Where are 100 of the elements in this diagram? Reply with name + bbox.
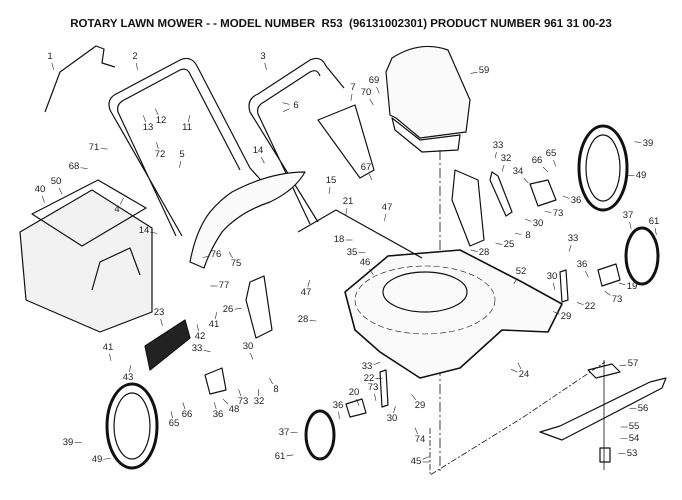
callout-number: 30 bbox=[384, 413, 400, 425]
callout-number: 72 bbox=[152, 149, 168, 161]
callout-number: 47 bbox=[298, 287, 314, 299]
callout-number: 61 bbox=[646, 216, 662, 228]
leader-line bbox=[136, 62, 138, 70]
callout-number: 56 bbox=[635, 403, 651, 415]
leader-line bbox=[495, 243, 503, 245]
callout-number: 33 bbox=[490, 140, 506, 152]
leader-line bbox=[411, 394, 416, 400]
callout-number: 25 bbox=[501, 239, 517, 251]
callout-number: 30 bbox=[240, 341, 256, 353]
leader-line bbox=[514, 232, 522, 235]
callout-number: 52 bbox=[513, 266, 529, 278]
leader-line bbox=[544, 210, 552, 213]
leader-line bbox=[513, 278, 518, 284]
leader-line bbox=[542, 166, 548, 172]
callout-number: 73 bbox=[550, 208, 566, 220]
leader-line bbox=[470, 250, 478, 252]
leader-line bbox=[260, 156, 265, 164]
leader-line bbox=[258, 388, 260, 396]
leader-line bbox=[584, 270, 589, 278]
callout-number: 14 bbox=[136, 225, 152, 237]
leader-line bbox=[103, 458, 111, 460]
leader-line bbox=[150, 232, 158, 234]
callout-number: 19 bbox=[624, 281, 640, 293]
leader-line bbox=[109, 354, 112, 362]
callout-number: 4 bbox=[109, 204, 125, 216]
leader-line bbox=[269, 378, 273, 384]
leader-line bbox=[494, 152, 497, 158]
leader-line bbox=[369, 98, 374, 106]
leader-line bbox=[654, 228, 657, 236]
leader-line bbox=[374, 394, 376, 402]
callout-number: 66 bbox=[179, 409, 195, 421]
leader-line bbox=[620, 438, 628, 440]
callout-number: 49 bbox=[633, 170, 649, 182]
leader-line bbox=[618, 282, 626, 286]
callout-number: 61 bbox=[272, 451, 288, 463]
leader-line bbox=[523, 178, 529, 184]
leader-line bbox=[214, 402, 216, 410]
leader-line bbox=[634, 141, 642, 144]
leader-line bbox=[80, 167, 88, 169]
leader-line bbox=[368, 268, 374, 275]
callout-number: 8 bbox=[520, 230, 536, 242]
callout-number: 37 bbox=[620, 210, 636, 222]
callout-number: 48 bbox=[226, 404, 242, 416]
leader-line bbox=[188, 114, 190, 122]
callout-number: 67 bbox=[358, 162, 374, 174]
leader-line bbox=[179, 160, 182, 168]
leader-line bbox=[202, 256, 210, 258]
leader-line bbox=[250, 352, 254, 360]
leader-line bbox=[470, 72, 478, 74]
callout-number: 32 bbox=[498, 153, 514, 165]
leader-line bbox=[156, 142, 159, 150]
callout-number: 55 bbox=[626, 421, 642, 433]
leader-line bbox=[368, 174, 372, 180]
callout-number: 33 bbox=[565, 233, 581, 245]
callout-number: 12 bbox=[153, 115, 169, 127]
callout-number: 74 bbox=[412, 434, 428, 446]
leader-line bbox=[376, 86, 380, 94]
callout-number: 35 bbox=[344, 247, 360, 259]
leader-line bbox=[356, 398, 360, 406]
leader-line bbox=[393, 406, 396, 414]
leader-line bbox=[629, 408, 637, 410]
callout-number: 66 bbox=[529, 155, 545, 167]
leader-line bbox=[568, 244, 572, 252]
leader-line bbox=[264, 62, 267, 70]
callout-number: 37 bbox=[276, 427, 292, 439]
leader-line bbox=[234, 308, 242, 310]
leader-line bbox=[553, 160, 556, 167]
callout-number: 28 bbox=[476, 247, 492, 259]
leader-line bbox=[129, 364, 132, 372]
callout-number: 65 bbox=[166, 418, 182, 430]
callout-number: 32 bbox=[251, 396, 267, 408]
callout-number: 39 bbox=[640, 138, 656, 150]
leader-line bbox=[510, 369, 518, 372]
leader-line bbox=[604, 291, 611, 296]
leader-line bbox=[629, 222, 632, 230]
leader-line bbox=[182, 402, 186, 410]
leader-line bbox=[518, 362, 522, 370]
callout-number: 22 bbox=[582, 301, 598, 313]
callout-number: 75 bbox=[228, 258, 244, 270]
callout-number: 11 bbox=[179, 122, 195, 134]
callout-number: 43 bbox=[120, 372, 136, 384]
leader-line bbox=[414, 427, 418, 434]
callout-number: 26 bbox=[220, 304, 236, 316]
callout-number: 39 bbox=[60, 437, 76, 449]
leader-line bbox=[350, 94, 352, 102]
callout-number: 49 bbox=[89, 454, 105, 466]
callout-number: 50 bbox=[48, 176, 64, 188]
callout-number: 3 bbox=[255, 51, 271, 63]
callout-number: 57 bbox=[625, 358, 641, 370]
callout-number: 36 bbox=[330, 400, 346, 412]
leader-line bbox=[346, 208, 348, 216]
callout-number: 40 bbox=[32, 184, 48, 196]
callout-number: 30 bbox=[530, 218, 546, 230]
leader-line bbox=[422, 456, 430, 460]
callout-number: 14 bbox=[250, 145, 266, 157]
leader-line bbox=[373, 362, 380, 366]
leader-line bbox=[618, 453, 626, 454]
callout-number: 1 bbox=[42, 51, 58, 63]
